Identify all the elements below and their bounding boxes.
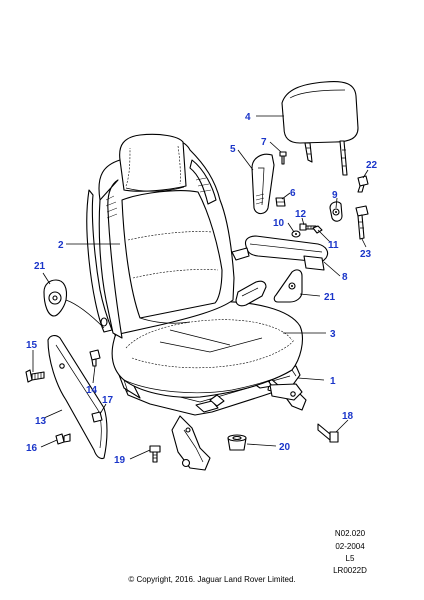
callout-10: 10 bbox=[273, 218, 285, 229]
leader-lines bbox=[32, 115, 369, 460]
callout-14: 14 bbox=[86, 385, 98, 396]
ref-level: L5 bbox=[345, 554, 355, 563]
callout-13: 13 bbox=[35, 416, 47, 427]
clip-17 bbox=[91, 411, 103, 423]
screw-19 bbox=[149, 445, 161, 463]
callout-3: 3 bbox=[330, 329, 336, 340]
callout-5: 5 bbox=[230, 144, 236, 155]
handle-23 bbox=[355, 205, 369, 240]
callout-16: 16 bbox=[26, 443, 38, 454]
callout-15: 15 bbox=[26, 340, 38, 351]
seat-backrest bbox=[86, 133, 235, 339]
callout-4: 4 bbox=[245, 112, 251, 123]
callout-17: 17 bbox=[102, 395, 114, 406]
callout-21-right: 21 bbox=[324, 292, 336, 303]
callout-20: 20 bbox=[279, 442, 291, 453]
callout-1: 1 bbox=[330, 376, 336, 387]
ref-code: N02.020 bbox=[334, 529, 366, 538]
callout-7: 7 bbox=[261, 137, 267, 148]
headrest-guide-trim bbox=[251, 153, 275, 215]
callout-6: 6 bbox=[290, 188, 296, 199]
bolt-18 bbox=[317, 423, 339, 443]
callout-12: 12 bbox=[295, 209, 307, 220]
screw-7 bbox=[279, 151, 287, 165]
callout-23: 23 bbox=[360, 249, 372, 260]
callout-2: 2 bbox=[58, 240, 64, 251]
callout-11: 11 bbox=[328, 240, 339, 251]
callout-labels: 1 2 3 4 5 6 7 8 9 10 11 12 13 14 15 16 1… bbox=[26, 112, 378, 466]
callout-19: 19 bbox=[114, 455, 126, 466]
clip-9 bbox=[329, 201, 343, 222]
clip-14 bbox=[89, 349, 101, 367]
screw-16 bbox=[55, 433, 71, 445]
recliner-cover-21-left bbox=[43, 279, 108, 329]
callout-21-left: 21 bbox=[34, 261, 46, 272]
screw-15 bbox=[25, 369, 45, 383]
bushing-20 bbox=[227, 434, 247, 451]
armrest bbox=[231, 235, 329, 271]
callout-9: 9 bbox=[332, 190, 338, 201]
side-valance-13 bbox=[47, 335, 108, 460]
callout-22: 22 bbox=[366, 160, 378, 171]
cap-22 bbox=[357, 175, 369, 193]
recline-lever bbox=[235, 280, 267, 307]
clip-6 bbox=[275, 197, 286, 207]
ref-date: 02-2004 bbox=[335, 542, 365, 551]
ref-drawing: LR0022D bbox=[333, 566, 367, 575]
bracket-21-right bbox=[273, 269, 303, 303]
callout-8: 8 bbox=[342, 272, 348, 283]
callout-18: 18 bbox=[342, 411, 354, 422]
copyright-notice: © Copyright, 2016. Jaguar Land Rover Lim… bbox=[128, 575, 296, 584]
nut-11 bbox=[312, 225, 323, 234]
head-restraint bbox=[281, 80, 359, 176]
washer-10 bbox=[291, 230, 301, 238]
